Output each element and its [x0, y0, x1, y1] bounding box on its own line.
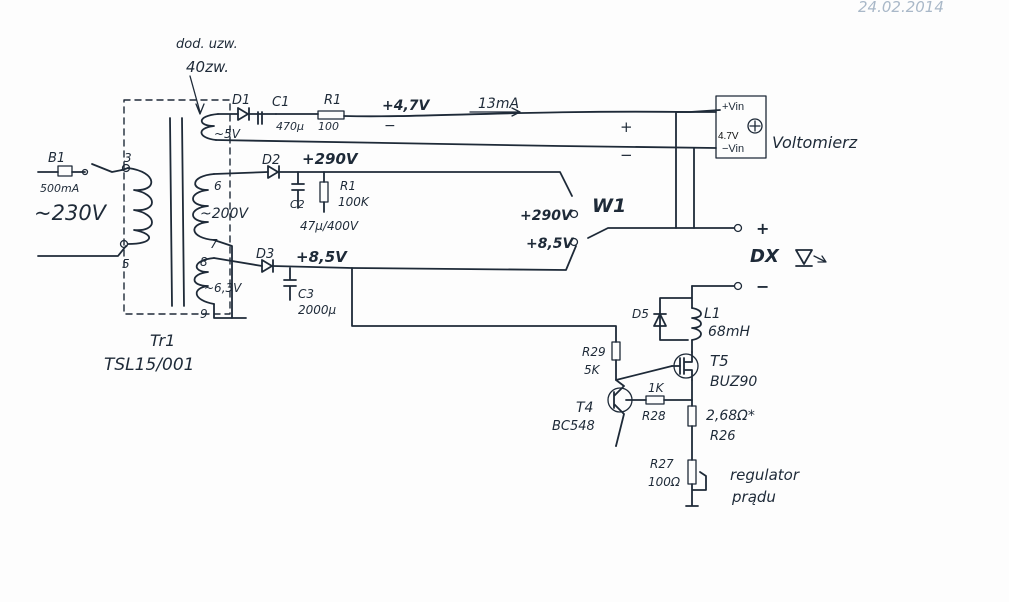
lv-coil — [193, 257, 215, 305]
output-dut: DX — [750, 246, 780, 267]
primary-voltage: ~230V — [34, 201, 108, 225]
r27-label: R27 — [650, 457, 674, 471]
voltmeter-minus-in: −Vin — [722, 143, 744, 155]
primary-coil — [127, 167, 153, 245]
aux-minus-mark: − — [384, 118, 396, 134]
r29-value: 5K — [584, 363, 601, 377]
c1-symbol — [257, 111, 263, 125]
output-terminals — [691, 223, 827, 291]
switch-w1 — [569, 111, 735, 247]
aux-voltage: ~5V — [214, 127, 241, 141]
d2-label: D2 — [262, 153, 280, 168]
r1-symbol — [317, 110, 345, 120]
l1-label: L1 — [704, 306, 721, 322]
hv-return-wire — [213, 239, 233, 319]
aux-minus-mark-2: − — [620, 146, 633, 164]
voltmeter — [715, 95, 767, 159]
d5-symbol — [653, 313, 667, 327]
r1-hv-symbol — [319, 181, 329, 203]
pin-7: 7 — [210, 237, 218, 251]
switch-ref: W1 — [592, 195, 626, 217]
d3-label: D3 — [256, 247, 274, 262]
r28-value: 1K — [648, 381, 665, 395]
transformer-model: TSL15/001 — [104, 355, 194, 375]
aux-voltage-reading: +4,7V — [382, 98, 431, 114]
c2-label: C2 — [290, 198, 305, 211]
c3-label: C3 — [298, 287, 314, 301]
switch-pos-lv: +8,5V — [526, 236, 575, 252]
r26-label: R26 — [710, 429, 736, 444]
aux-branch — [215, 107, 721, 149]
hv-voltage: +290V — [302, 150, 359, 168]
pin-6: 6 — [214, 179, 222, 193]
d1-label: D1 — [232, 93, 250, 108]
transformer-tr1 — [123, 99, 231, 315]
date-note: 24.02.2014 — [858, 0, 944, 16]
aux-coil — [200, 113, 219, 141]
r1-hv-value: 100K — [338, 195, 370, 209]
c3-value: 2000µ — [298, 303, 337, 317]
t4-label: T4 — [576, 400, 593, 416]
pin-5: 5 — [122, 257, 130, 271]
l1-symbol — [691, 307, 702, 341]
hv-winding-voltage: ~200V — [200, 206, 249, 222]
aux-plus-mark: + — [620, 118, 633, 136]
lv-branch — [213, 245, 617, 343]
voltmeter-dial-icon — [747, 118, 763, 134]
c1-value: 470µ — [276, 120, 304, 133]
l1-value: 68mH — [708, 324, 750, 340]
r28-label: R28 — [642, 409, 666, 423]
mains-input — [37, 163, 131, 257]
pot-note-2: prądu — [731, 488, 776, 506]
pin-8: 8 — [200, 255, 208, 269]
r1-aux-value: 100 — [318, 120, 339, 133]
c3-symbol — [283, 267, 297, 301]
lv-to-r29-wire — [351, 267, 617, 343]
r27-symbol — [687, 459, 697, 485]
r1-hv-label: R1 — [340, 179, 356, 193]
led-icon — [795, 249, 813, 267]
pin-3: 3 — [124, 151, 132, 165]
r1-aux-label: R1 — [324, 93, 341, 108]
d5-label: D5 — [632, 307, 649, 321]
pin-9: 9 — [200, 307, 208, 321]
voltmeter-display: 4.7V — [718, 131, 739, 142]
added-winding-note-1: dod. uzw. — [176, 37, 238, 52]
transformer-outline — [123, 99, 231, 315]
r29-label: R29 — [582, 345, 606, 359]
output-minus: − — [756, 277, 769, 296]
fuse-b1 — [57, 165, 73, 177]
added-winding-note-2: 40zw. — [186, 58, 229, 76]
note-arrow — [189, 75, 205, 115]
current-arrow — [469, 107, 521, 117]
voltmeter-label: Voltomierz — [772, 133, 858, 152]
hv-branch — [213, 165, 573, 213]
t5-label: T5 — [710, 352, 729, 370]
r26-value: 2,68Ω* — [706, 408, 755, 424]
t4-part: BC548 — [552, 419, 595, 434]
fuse-rating: 500mA — [40, 182, 79, 195]
r28-symbol — [645, 395, 665, 405]
lv-voltage: +8,5V — [296, 248, 348, 266]
current-regulator — [607, 285, 707, 507]
r27-value: 100Ω — [648, 475, 681, 489]
output-plus: + — [756, 219, 769, 238]
r26-symbol — [687, 405, 697, 427]
hv-coil — [192, 173, 215, 241]
transformer-name: Tr1 — [150, 331, 175, 350]
lv-winding-voltage: ~6,3V — [204, 281, 242, 295]
r29-symbol — [611, 341, 621, 361]
fuse-label: B1 — [48, 151, 65, 166]
pot-note-1: regulator — [730, 466, 800, 484]
t5-part: BUZ90 — [710, 374, 757, 390]
voltmeter-plus-in: +Vin — [722, 101, 744, 113]
c2-symbol — [291, 171, 305, 209]
c1-label: C1 — [272, 95, 289, 110]
aux-current-reading: 13mA — [478, 96, 519, 112]
transformer-core — [169, 117, 185, 307]
c2-value: 47µ/400V — [300, 219, 359, 233]
switch-pos-hv: +290V — [520, 208, 573, 224]
